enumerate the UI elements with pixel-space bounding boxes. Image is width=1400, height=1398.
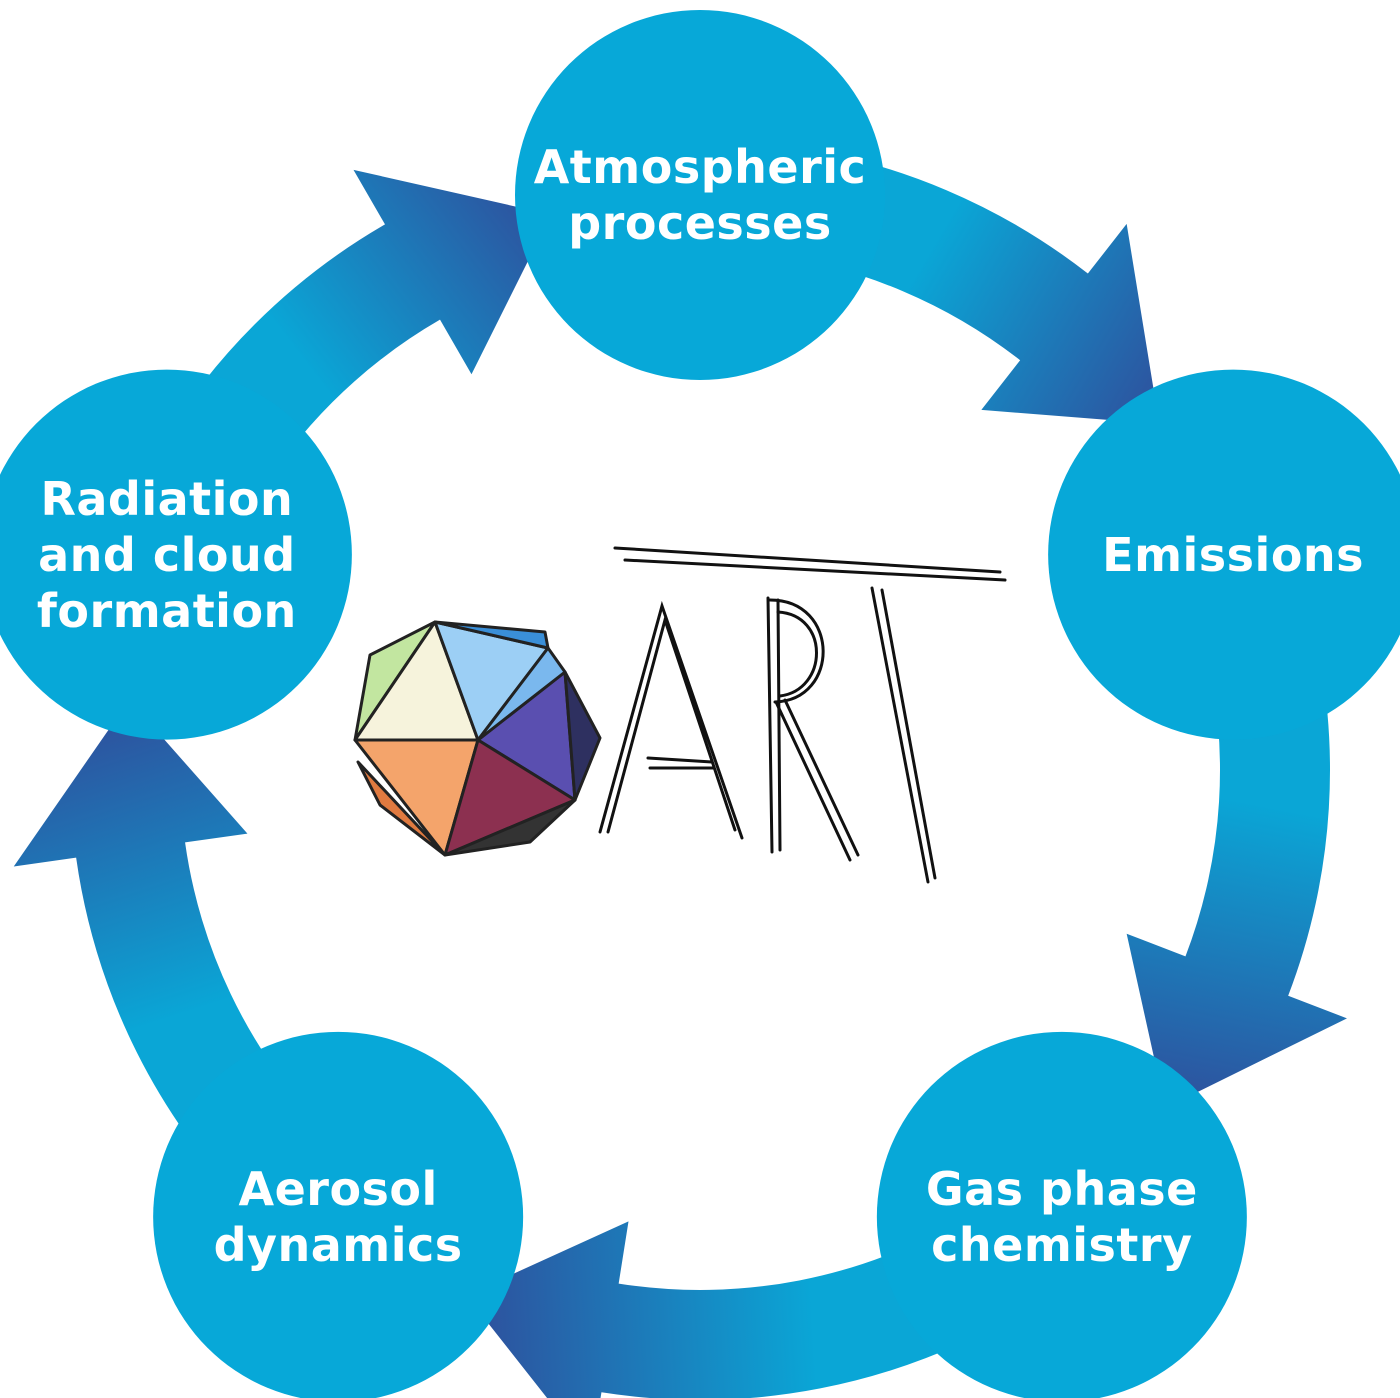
- art-logo: [353, 546, 1007, 884]
- node-radiation-circle: [0, 369, 352, 740]
- nodes: [0, 10, 1400, 1398]
- arrow-emissions-to-gas-phase: [1126, 617, 1347, 1108]
- node-radiation-label: Radiation and cloud formation: [36, 471, 297, 638]
- icosahedron-icon: [353, 620, 602, 857]
- node-aerosol-label: Aerosol dynamics: [213, 1161, 463, 1272]
- node-aerosol-circle: [153, 1031, 524, 1398]
- node-atmospheric-label: Atmospheric processes: [533, 140, 867, 250]
- node-emissions-label: Emissions: [1102, 527, 1365, 582]
- node-gas-phase-label: Gas phase chemistry: [925, 1161, 1198, 1272]
- node-emissions-circle: [1048, 369, 1400, 740]
- node-gas-phase-circle: [876, 1031, 1247, 1398]
- art-lettering: [598, 546, 1007, 884]
- node-atmospheric-circle: [515, 10, 885, 380]
